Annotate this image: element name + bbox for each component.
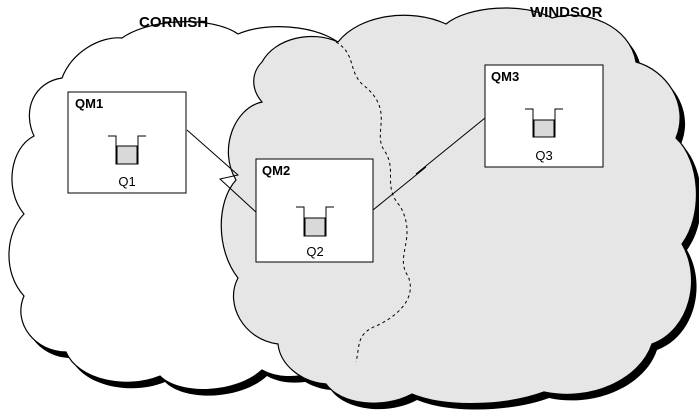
queue-icon [525, 108, 563, 138]
qm2-box [255, 158, 374, 263]
qm1-box [67, 91, 187, 194]
queue-icon [108, 135, 146, 165]
channel-qm1-qm2 [186, 129, 258, 214]
qm2-label: QM2 [262, 163, 290, 178]
queue-manager-qm3: QM3 Q3 [484, 64, 604, 168]
qm3-box [484, 64, 604, 168]
cluster-label-cornish: CORNISH [139, 14, 208, 31]
queue-manager-qm2: QM2 Q2 [255, 158, 374, 263]
q1-label: Q1 [118, 174, 135, 189]
queue-icon [296, 206, 334, 237]
qm1-label: QM1 [75, 96, 103, 111]
queue-manager-qm1: QM1 Q1 [67, 91, 187, 194]
qm3-label: QM3 [491, 69, 519, 84]
q2-label: Q2 [306, 244, 323, 259]
cornish-boundary-dashed [335, 41, 411, 363]
cluster-label-windsor: WINDSOR [530, 4, 603, 21]
channel-qm2-qm3 [372, 117, 486, 211]
q3-label: Q3 [535, 148, 552, 163]
